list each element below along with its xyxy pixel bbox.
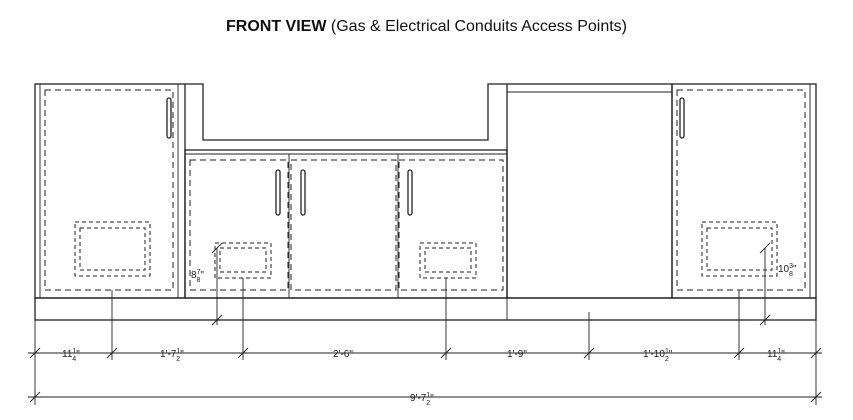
chain-dimension-line — [28, 242, 822, 403]
access-panel-2 — [214, 242, 272, 279]
dim-label-3: 2'-6" — [333, 349, 353, 360]
title-bold: FRONT VIEW — [226, 18, 327, 35]
dim-label-4: 1'-9" — [507, 349, 527, 360]
title-subtitle: (Gas & Electrical Conduits Access Points… — [330, 18, 627, 35]
door-handles — [166, 97, 685, 216]
door-outlines — [44, 89, 806, 298]
access-panel-4 — [701, 221, 778, 277]
drawing-title: FRONT VIEW (Gas & Electrical Conduits Ac… — [0, 18, 853, 36]
access-panel-3 — [419, 242, 477, 279]
witness-lines — [34, 248, 817, 405]
cabinet-outline — [34, 83, 817, 321]
access-panel-1 — [74, 221, 151, 277]
